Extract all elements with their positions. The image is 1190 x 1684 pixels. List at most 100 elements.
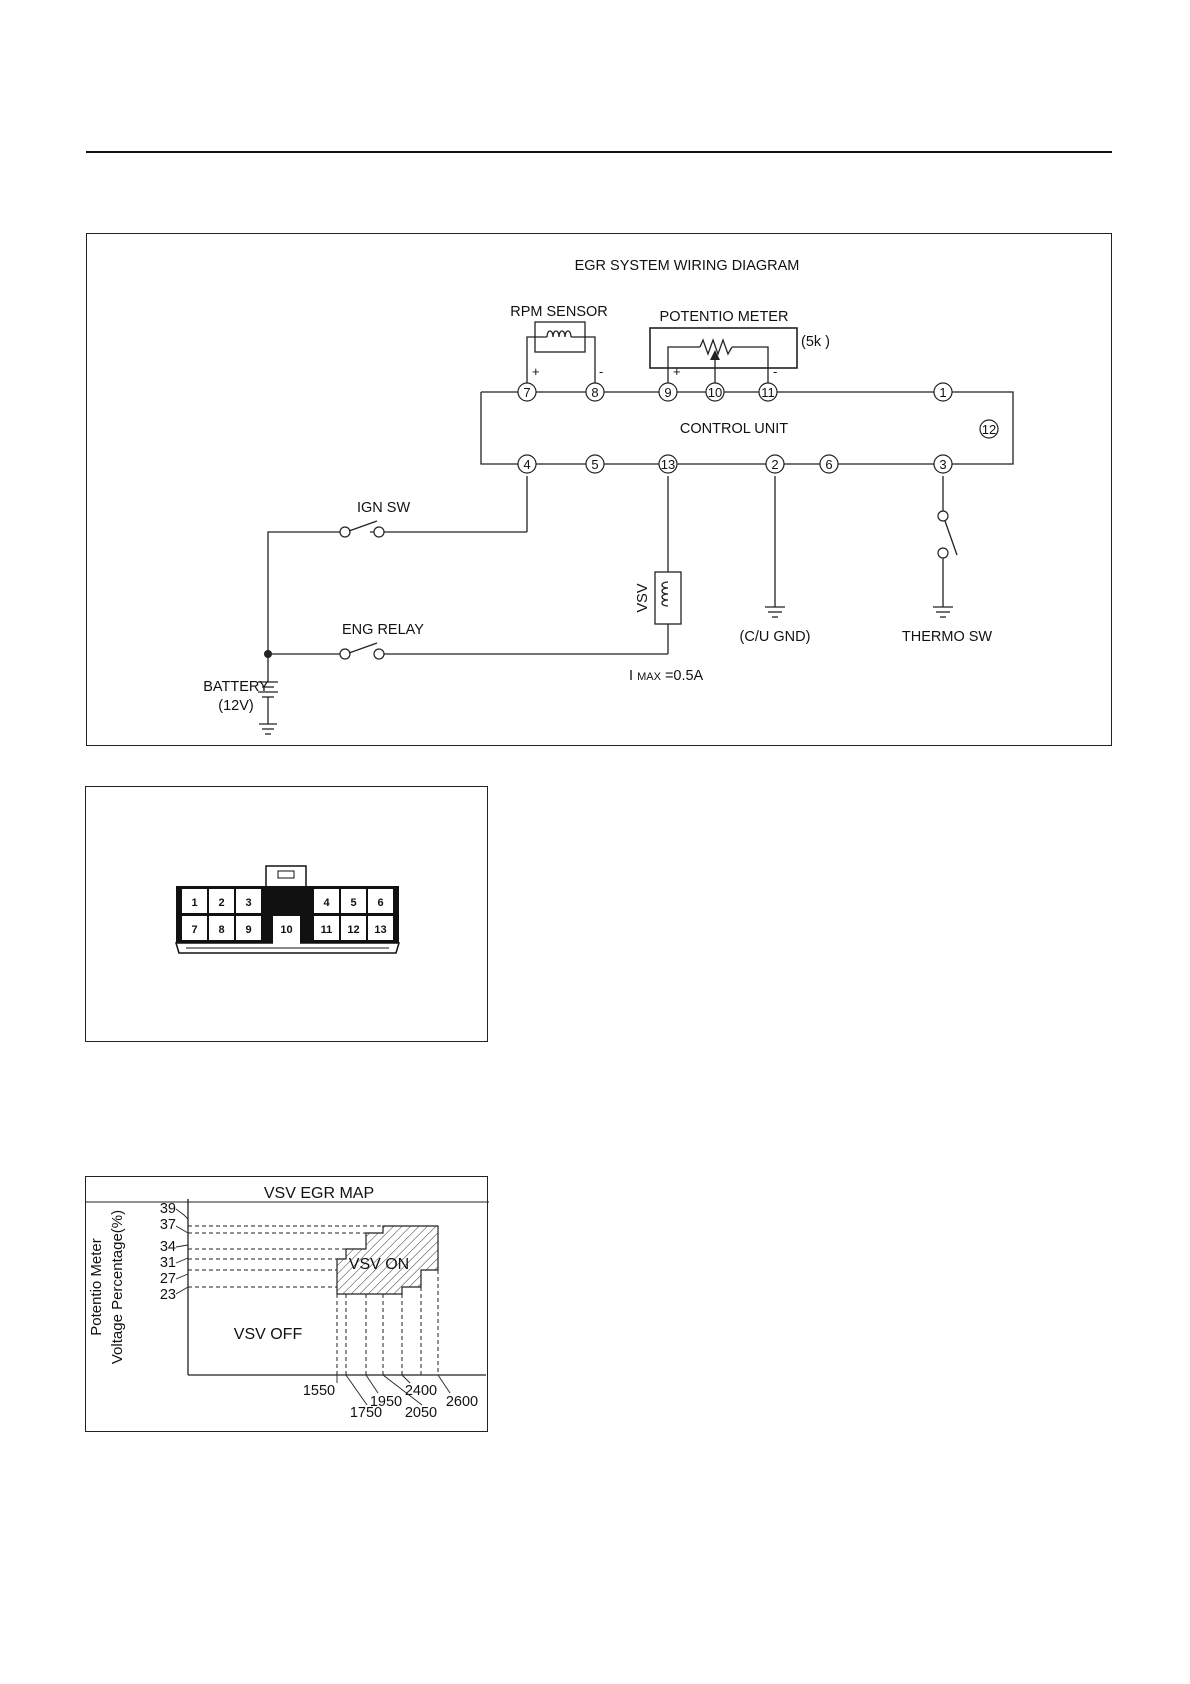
potentio-meter-label: POTENTIO METER — [660, 309, 789, 325]
terminal-node-9: 9 — [658, 382, 678, 402]
svg-text:10: 10 — [708, 385, 722, 400]
connector-diagram: 1 2 3 4 5 6 7 8 9 10 11 12 13 — [174, 865, 401, 954]
rpm-sensor-coil-icon — [546, 330, 572, 338]
pin-label: 3 — [245, 897, 251, 909]
pm-minus: - — [773, 364, 777, 379]
ground-icon — [765, 606, 785, 618]
pm-plus: + — [673, 364, 681, 379]
terminal-node-6: 6 — [819, 454, 839, 474]
relay-blade — [348, 642, 378, 654]
wiring-diagram: EGR SYSTEM WIRING DIAGRAM CONTROL UNIT R… — [203, 258, 1014, 735]
vsv-box — [654, 571, 682, 625]
y-tick-labels: 39 37 34 31 27 23 — [160, 1201, 189, 1303]
x-tick-1750: 1750 — [350, 1405, 382, 1421]
terminal-node-5: 5 — [585, 454, 605, 474]
connector-top-row: 1 2 3 4 5 6 — [182, 889, 393, 913]
svg-text:12: 12 — [982, 422, 996, 437]
wiper-arrow-icon — [710, 350, 720, 360]
y-tick-37: 37 — [160, 1217, 176, 1233]
svg-text:3: 3 — [939, 457, 946, 472]
svg-text:4: 4 — [523, 457, 530, 472]
terminal-node-12: 12 — [979, 419, 999, 439]
x-tick-2400: 2400 — [405, 1383, 437, 1399]
eng-relay-label: ENG RELAY — [342, 622, 424, 638]
terminal-node-3: 3 — [933, 454, 953, 474]
x-tick-1550: 1550 — [303, 1383, 335, 1399]
rpm-sensor-label: RPM SENSOR — [510, 304, 608, 320]
vsv-egr-map-panel: VSV EGR MAP Potentio Meter Voltage Perce… — [85, 1176, 489, 1432]
x-tick-1950: 1950 — [370, 1394, 402, 1410]
pin-label: 2 — [218, 897, 224, 909]
ign-switch-contact — [373, 526, 385, 538]
terminal-node-11: 11 — [758, 382, 778, 402]
imax-i: I — [629, 668, 633, 684]
map-title: VSV EGR MAP — [264, 1185, 374, 1202]
relay-contact — [339, 648, 351, 660]
svg-text:5: 5 — [591, 457, 598, 472]
y-tick-39: 39 — [160, 1201, 176, 1217]
y-tick-27: 27 — [160, 1271, 176, 1287]
thermo-switch-blade — [944, 520, 958, 556]
pin-label: 5 — [350, 897, 356, 909]
pin-label: 12 — [347, 924, 359, 936]
vsv-coil-icon — [661, 581, 669, 607]
ign-sw-label: IGN SW — [357, 500, 410, 516]
pin-label: 13 — [374, 924, 386, 936]
control-unit-wires — [480, 391, 1014, 465]
x-tick-2050: 2050 — [405, 1405, 437, 1421]
control-unit-label: CONTROL UNIT — [680, 421, 788, 437]
y-tick-31: 31 — [160, 1255, 176, 1271]
ground-icon — [933, 606, 953, 618]
connector-panel: 1 2 3 4 5 6 7 8 9 10 11 12 13 — [85, 786, 488, 1042]
battery-voltage: (12V) — [218, 698, 253, 714]
rpm-minus: - — [599, 364, 603, 379]
battery-icon — [258, 654, 278, 735]
ign-switch-blade — [348, 520, 378, 532]
vsv-on-region — [336, 1225, 439, 1295]
terminal-node-1: 1 — [933, 382, 953, 402]
pin-label: 8 — [218, 924, 224, 936]
svg-text:1: 1 — [939, 385, 946, 400]
terminal-node-7: 7 — [517, 382, 537, 402]
svg-text:7: 7 — [523, 385, 530, 400]
pin-label: 4 — [323, 897, 330, 909]
terminal-node-10: 10 — [705, 382, 725, 402]
imax-value: =0.5A — [665, 668, 704, 684]
vsv-egr-map: VSV EGR MAP Potentio Meter Voltage Perce… — [86, 1185, 489, 1421]
svg-text:9: 9 — [664, 385, 671, 400]
y-tick-34: 34 — [160, 1239, 176, 1255]
wiring-diagram-panel: EGR SYSTEM WIRING DIAGRAM CONTROL UNIT R… — [86, 233, 1112, 746]
terminal-node-4: 4 — [517, 454, 537, 474]
terminal-node-13: 13 — [658, 454, 678, 474]
pin-label: 7 — [191, 924, 197, 936]
y-tick-23: 23 — [160, 1287, 176, 1303]
svg-text:I MAX =0.5A: I MAX =0.5A — [629, 668, 704, 684]
svg-text:6: 6 — [825, 457, 832, 472]
thermo-switch-contact — [937, 510, 949, 522]
pin-label: 11 — [321, 924, 333, 936]
ign-switch-contact — [339, 526, 351, 538]
imax-sub: MAX — [637, 671, 662, 683]
potentio-meter-value: (5k ) — [801, 334, 830, 350]
thermo-switch-contact — [937, 547, 949, 559]
battery-label: BATTERY — [203, 679, 269, 695]
rpm-plus: + — [532, 364, 540, 379]
potentio-meter-box — [649, 327, 798, 369]
cu-gnd-label: (C/U GND) — [740, 629, 811, 645]
pin-label: 9 — [245, 924, 251, 936]
svg-text:2: 2 — [771, 457, 778, 472]
header-rule — [86, 151, 1112, 153]
pin-label: 6 — [377, 897, 383, 909]
svg-text:11: 11 — [761, 385, 775, 400]
pin-label: 1 — [191, 897, 197, 909]
relay-contact — [373, 648, 385, 660]
thermo-sw-label: THERMO SW — [902, 629, 993, 645]
terminal-node-2: 2 — [765, 454, 785, 474]
terminal-node-8: 8 — [585, 382, 605, 402]
x-tick-2600: 2600 — [446, 1394, 478, 1410]
wiring-title: EGR SYSTEM WIRING DIAGRAM — [575, 258, 800, 274]
y-axis-label-line1: Potentio Meter — [88, 1238, 105, 1336]
svg-text:8: 8 — [591, 385, 598, 400]
svg-text:13: 13 — [661, 457, 675, 472]
y-axis-label-line2: Voltage Percentage(%) — [109, 1210, 126, 1364]
